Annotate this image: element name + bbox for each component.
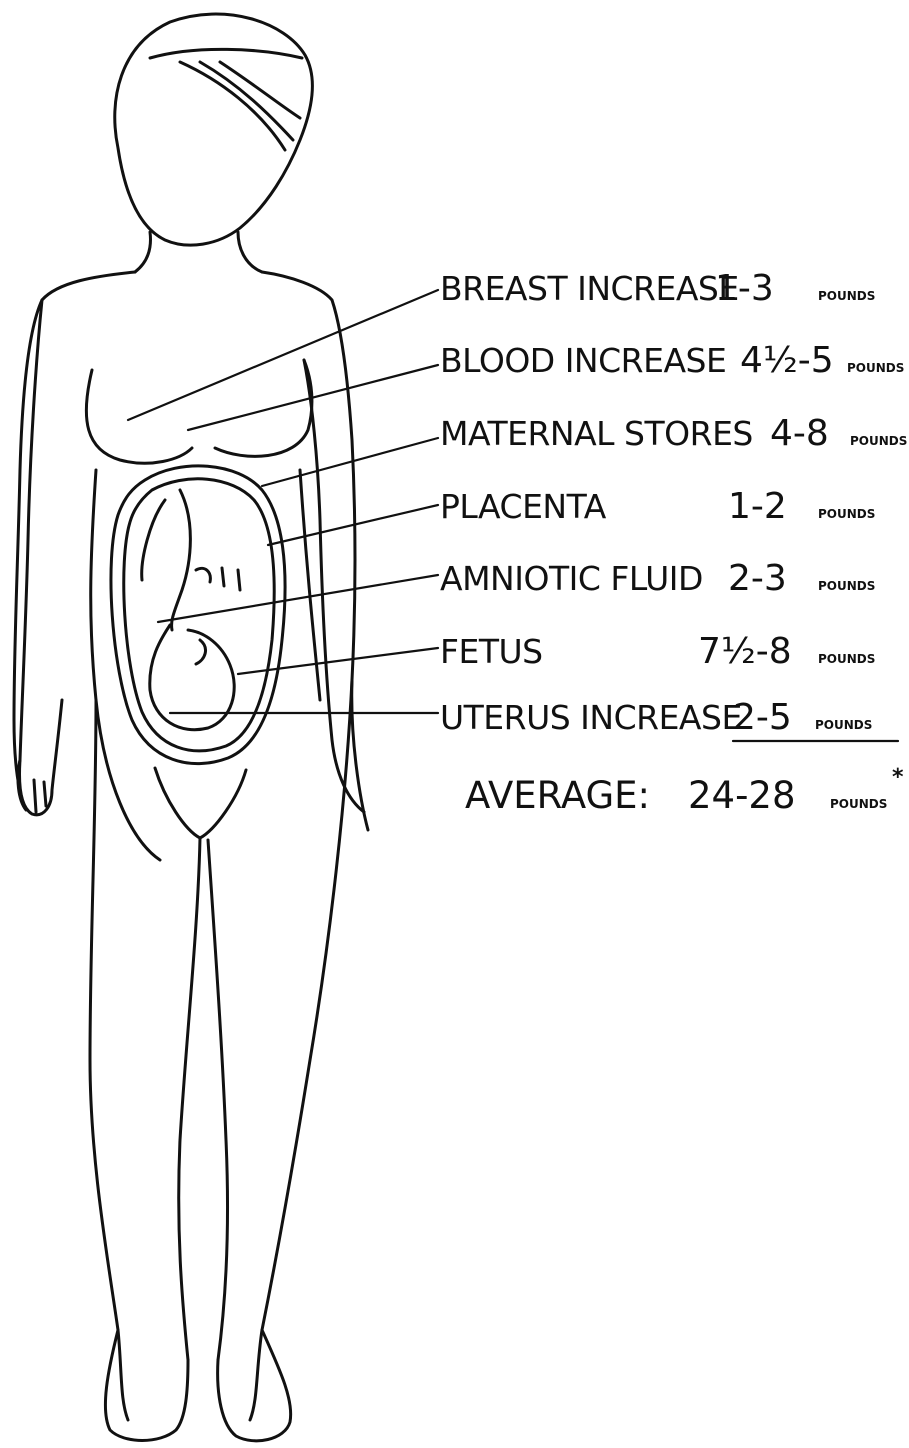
feet-outline [105, 1330, 290, 1441]
leader-lines [128, 290, 438, 713]
pelvis-outline [155, 768, 246, 838]
leader-maternal-stores [262, 438, 438, 486]
left-hand-fingers [18, 760, 46, 812]
component-name: FETUS [440, 632, 543, 671]
legs-outline [90, 680, 352, 1420]
footnote-asterisk: * [892, 765, 904, 790]
leader-breast [128, 290, 438, 420]
average-label: AVERAGE: [465, 774, 650, 817]
component-name: AMNIOTIC FLUID [440, 559, 703, 598]
component-amount: 1-2 [728, 486, 787, 527]
component-amount: 2-5 [733, 697, 792, 738]
unit-label: POUNDS [850, 434, 907, 448]
label-fetus: FETUS 7½-8 POUNDS [440, 631, 875, 672]
component-amount: 4-8 [770, 413, 829, 454]
label-blood-increase: BLOOD INCREASE 4½-5 POUNDS [440, 340, 904, 381]
unit-label: POUNDS [818, 289, 875, 303]
unit-label: POUNDS [818, 652, 875, 666]
label-maternal-stores: MATERNAL STORES 4-8 POUNDS [440, 413, 907, 454]
label-amniotic-fluid: AMNIOTIC FLUID 2-3 POUNDS [440, 558, 875, 599]
head-wrap [150, 49, 302, 150]
component-amount: 4½-5 [740, 340, 834, 381]
component-amount: 7½-8 [698, 631, 792, 672]
component-name: BLOOD INCREASE [440, 341, 726, 380]
label-breast-increase: BREAST INCREASE 1-3 POUNDS [440, 268, 875, 309]
unit-label: POUNDS [847, 361, 904, 375]
unit-label: POUNDS [818, 579, 875, 593]
label-placenta: PLACENTA 1-2 POUNDS [440, 486, 875, 527]
component-name: PLACENTA [440, 487, 607, 526]
fetus-body [142, 490, 234, 730]
unit-label: POUNDS [818, 507, 875, 521]
woman-figure [14, 14, 368, 1441]
abdomen-outline [91, 470, 320, 860]
weight-component-labels: BREAST INCREASE 1-3 POUNDS BLOOD INCREAS… [440, 268, 907, 741]
component-amount: 2-3 [728, 558, 787, 599]
neck-outline [135, 232, 262, 272]
leader-amniotic-fluid [158, 575, 438, 622]
average-total: AVERAGE: 24-28 POUNDS * [465, 765, 904, 817]
average-amount: 24-28 [688, 774, 796, 817]
unit-label: POUNDS [830, 797, 887, 811]
component-name: MATERNAL STORES [440, 414, 753, 453]
breast-outline [86, 360, 312, 463]
component-name: BREAST INCREASE [440, 269, 739, 308]
label-uterus-increase: UTERUS INCREASE 2-5 POUNDS [440, 697, 872, 738]
unit-label: POUNDS [815, 718, 872, 732]
fetus-limbs [196, 568, 240, 664]
component-name: UTERUS INCREASE [440, 698, 742, 737]
component-amount: 1-3 [715, 268, 774, 309]
